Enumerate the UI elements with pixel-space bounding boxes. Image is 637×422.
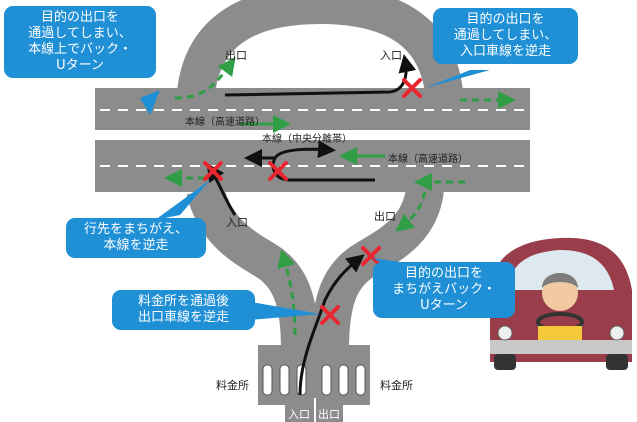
callout-tail <box>240 300 320 320</box>
median-label: 本線（中央分離帯） <box>262 134 352 145</box>
car-bumper <box>490 340 632 354</box>
cross-icon <box>361 246 381 266</box>
cross-icon <box>268 161 288 181</box>
car-illustration <box>490 237 632 370</box>
toll-exit-label: 出口 <box>318 408 340 421</box>
callout-tail <box>425 70 490 88</box>
toll-booth <box>321 364 332 396</box>
wrong-way-markers <box>203 78 422 325</box>
callout-mid-left: 行先をまちがえ、 本線を逆走 <box>66 218 206 258</box>
exit-label-right: 出口 <box>374 210 396 223</box>
callout-top-left: 目的の出口を 通過してしまい、 本線上でバック・ Uターン <box>4 6 156 78</box>
correct-paths <box>164 57 516 336</box>
correct-path-exit-right <box>395 191 427 232</box>
exit-label-top: 出口 <box>225 49 247 62</box>
callout-right: 目的の出口を まちがえバック・ Uターン <box>373 262 515 318</box>
toll-booth <box>279 364 290 396</box>
car-headlight-left <box>497 325 513 341</box>
cross-icon <box>203 161 223 181</box>
toll-entrance-label: 入口 <box>288 408 310 421</box>
top-loop-ramp <box>176 0 464 111</box>
entrance-label-left: 入口 <box>226 216 248 229</box>
correct-path-entrance-left <box>277 249 297 336</box>
car-windshield <box>508 250 614 290</box>
toll-booth <box>262 364 273 396</box>
wrong-path-main <box>273 140 336 160</box>
toll-label-left: 料金所 <box>216 379 249 392</box>
main-highway-upper <box>95 88 530 130</box>
wrong-path-toll <box>298 254 365 396</box>
correct-path-exit-top <box>174 57 236 100</box>
entrance-label-top: 入口 <box>380 49 402 62</box>
driver-head <box>542 275 578 311</box>
callout-tail <box>372 258 400 262</box>
callout-top-right: 目的の出口を 通過してしまい、 入口車線を逆走 <box>433 8 578 64</box>
car-headlight-right <box>609 325 625 341</box>
toll-booth <box>355 364 366 396</box>
car-tire-right <box>606 354 628 370</box>
toll-booth <box>338 364 349 396</box>
main-line-label-upper: 本線（高速道路） <box>185 117 265 128</box>
callout-pointers <box>140 70 490 320</box>
toll-label-right: 料金所 <box>380 379 413 392</box>
driver-hair <box>542 273 578 288</box>
main-line-label-lower: 本線（高速道路） <box>388 154 468 165</box>
cross-icon <box>402 78 422 98</box>
driver-shirt <box>538 326 582 340</box>
cross-icon <box>320 305 340 325</box>
car-tire-left <box>494 354 516 370</box>
wrong-path-top <box>224 54 417 97</box>
callout-tail <box>140 90 160 115</box>
median-strip <box>95 130 530 140</box>
callout-tail <box>155 180 210 220</box>
callout-bottom-left: 料金所を通過後 出口車線を逆走 <box>112 290 255 330</box>
